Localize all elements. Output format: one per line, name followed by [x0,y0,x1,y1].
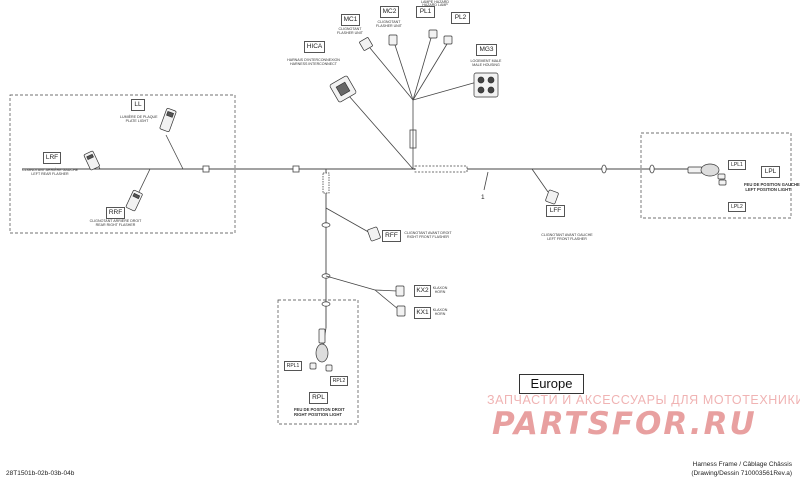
title-block-line2: (Drawing/Dessin 710003561Rev.a) [691,470,792,477]
mg3-desc-fr: LOGEMENT MALE [470,59,502,63]
rff-tag: RFF [382,230,401,242]
kx2-desc-fr: KLAXON [432,286,448,290]
rff-connector-shape [367,226,381,242]
ll-desc-en: PLATE LIGHT [125,119,149,123]
mc1-tag: MC1 [341,14,360,26]
trunk-sleeve-long [414,165,468,173]
pl2-tag: PL2 [451,12,470,24]
lff-desc-fr: CLIGNOTANT AVANT GAUCHE [541,233,593,237]
mc2-desc-en: FLASHER UNIT [376,24,402,28]
trunk-sleeve [292,165,300,173]
clip [649,164,655,174]
right-position-light-group-box [277,299,359,425]
kx1-tag: KX1 [414,307,431,319]
trunk-sleeve [202,165,210,173]
rpl1-tag: RPL1 [284,361,302,371]
mc1-desc-en: FLASHER UNIT [337,31,363,35]
pl1-connector-shape [428,29,438,39]
lrf-desc-fr: CLIGNOTANT ARRIÈRE GAUCHE [22,168,78,172]
harness-reference-number: 1 [481,194,485,201]
pl1-desc-en: HAZARD LAMP [422,3,448,7]
pl1-tag: PL1 [416,6,435,18]
lpl-light-shape [687,163,727,186]
rpl-light-shape [309,328,333,372]
clip [321,222,331,228]
pl2-connector-shape [443,35,453,45]
lff-connector-shape [545,189,559,205]
hica-connector-shape [329,75,357,103]
ll-desc-fr: LUMIÈRE DE PLAQUE [120,115,158,119]
rrf-desc-fr: CLIGNOTANT ARRIÈRE DROIT [89,219,142,223]
clip [601,164,607,174]
rff-desc-en: RIGHT FRONT FLASHER [407,235,449,239]
lpl-tag: LPL [761,166,780,178]
lrf-desc-en: LEFT REAR FLASHER [31,172,69,176]
mc1-desc-fr: CLIGNOTANT [338,27,362,31]
clip [321,301,331,307]
mg3-desc-en: MALE HOUSING [472,63,500,67]
lpl-desc-fr: FEU DE POSITION GAUCHE [744,182,800,187]
rrf-tag: RRF [106,207,125,219]
kx1-connector-shape [396,305,406,317]
rff-desc-fr: CLIGNOTANT AVANT DROIT [404,231,452,235]
watermark-tagline: ЗАПЧАСТИ И АКСЕССУАРЫ ДЛЯ МОТОТЕХНИКИ [487,393,800,407]
ll-tag: LL [131,99,145,111]
mc2-desc-fr: CLIGNOTANT [377,20,401,24]
watermark-logo: PARTSFOR.RU [492,406,757,442]
kx2-desc-en: HORN [434,290,446,294]
pl1-desc-fr: LAMPE HAZARD [421,0,449,4]
lpl1-tag: LPL1 [728,160,746,170]
kx1-desc-fr: KLAXON [432,308,448,312]
lrf-connector-shape [83,150,100,171]
hica-desc-en: HARNESS INTERCONNECT [290,62,337,66]
lpl2-tag: LPL2 [728,202,746,212]
mg3-connector-shape [473,72,499,98]
title-block-line1: Harness Frame / Câblage Châssis [692,461,792,468]
kx2-tag: KX2 [414,285,431,297]
mg3-tag: MG3 [476,44,497,56]
kx2-connector-shape [395,285,405,297]
mc2-connector-shape [388,34,398,46]
rpl-desc-en: RIGHT POSITION LIGHT [294,412,342,417]
vertical-sleeve [322,172,330,194]
left-position-light-group-box [640,132,792,219]
region-label: Europe [519,374,584,394]
mc1-connector-shape [359,37,373,51]
hica-tag: HICA [304,41,325,53]
lpl-desc-en: LEFT POSITION LIGHT [745,187,791,192]
kx1-desc-en: HORN [434,312,446,316]
rpl2-tag: RPL2 [330,376,348,386]
mc2-tag: MC2 [380,6,399,18]
rrf-connector-shape [125,189,143,212]
lff-desc-en: LEFT FRONT FLASHER [547,237,587,241]
lff-tag: LFF [546,205,565,217]
lrf-tag: LRF [43,152,61,164]
rpl-desc-fr: FEU DE POSITION DROIT [294,407,345,412]
ll-connector-shape [159,108,177,132]
rpl-tag: RPL [309,392,328,404]
part-number: 28T1501b-02b-03b-04b [6,470,75,477]
hica-desc-fr: HARNAIS D'INTERCONNEXION [287,58,340,62]
rear-light-group-box [9,94,236,234]
rrf-desc-en: REAR RIGHT FLASHER [95,223,136,227]
